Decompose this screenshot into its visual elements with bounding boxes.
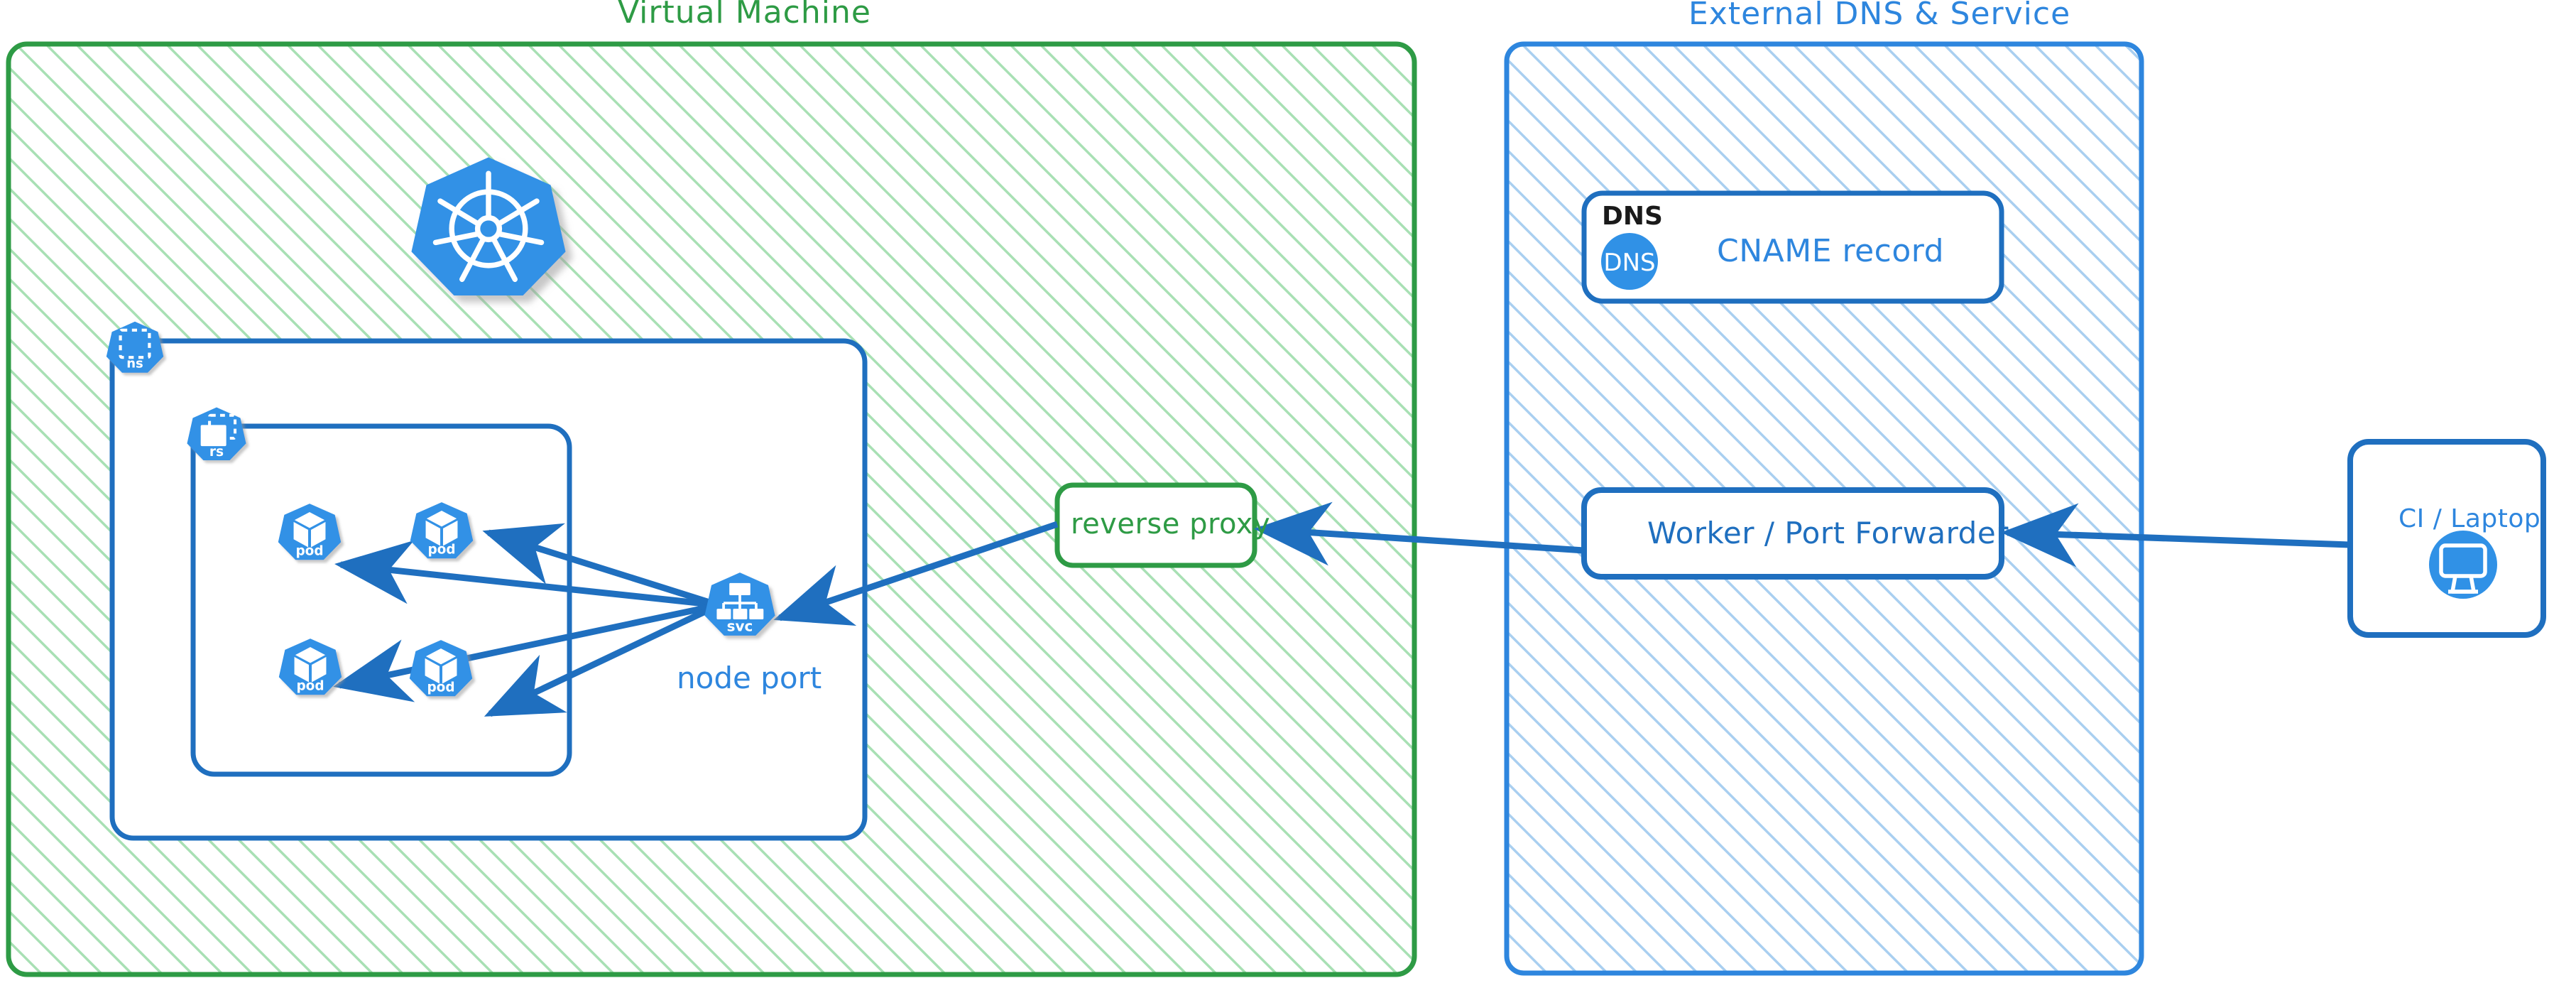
worker-label: Worker / Port Forwarder: [1647, 516, 2009, 550]
reverse-proxy-label: reverse proxy: [1071, 508, 1271, 541]
pod-icon-2: pod: [410, 502, 474, 559]
namespace-icon: ns: [106, 321, 164, 373]
service-badge-text: svc: [727, 617, 753, 634]
pod-badge-text: pod: [296, 679, 324, 694]
arrow-svc-to-pod-4: [484, 602, 720, 717]
namespace-badge-text: ns: [126, 357, 143, 371]
replicaset-icon: rs: [187, 407, 246, 460]
group-title-external-dns-service: External DNS & Service: [1688, 0, 2071, 32]
arrow-reverse-proxy-to-svc: [773, 521, 1059, 626]
arrow-ci-to-worker: [2001, 503, 2351, 567]
pod-icon-3: pod: [278, 639, 342, 695]
connector-group: [333, 501, 2351, 717]
arrow-svc-to-pod-1: [334, 540, 719, 609]
arrow-svc-to-pod-2: [482, 523, 720, 609]
pod-badge-text: pod: [427, 680, 454, 695]
arrow-worker-to-reverse-proxy: [1254, 501, 1585, 566]
node-port-label: node port: [677, 661, 822, 695]
ci-laptop-label: CI / Laptop: [2398, 504, 2541, 533]
dns-badge-label: DNS: [1603, 249, 1655, 277]
pod-badge-text: pod: [427, 543, 455, 558]
group-title-virtual-machine: Virtual Machine: [618, 0, 871, 31]
dns-badge-icon: DNS: [1601, 233, 1658, 290]
monitor-icon: [2429, 531, 2497, 599]
replicaset-badge-text: rs: [209, 445, 224, 460]
replicaset-boundary: [190, 423, 572, 777]
kubernetes-logo: [411, 157, 566, 295]
arrow-svc-to-pod-3: [333, 602, 719, 702]
pod-icon-4: pod: [409, 640, 473, 697]
dns-card-heading: DNS: [1602, 202, 1663, 231]
pod-icon-1: pod: [278, 504, 342, 560]
pod-badge-text: pod: [295, 544, 323, 559]
dns-card-box[interactable]: [1581, 190, 2004, 304]
service-icon: svc: [704, 572, 775, 636]
cname-record-label: CNAME record: [1717, 233, 1945, 269]
